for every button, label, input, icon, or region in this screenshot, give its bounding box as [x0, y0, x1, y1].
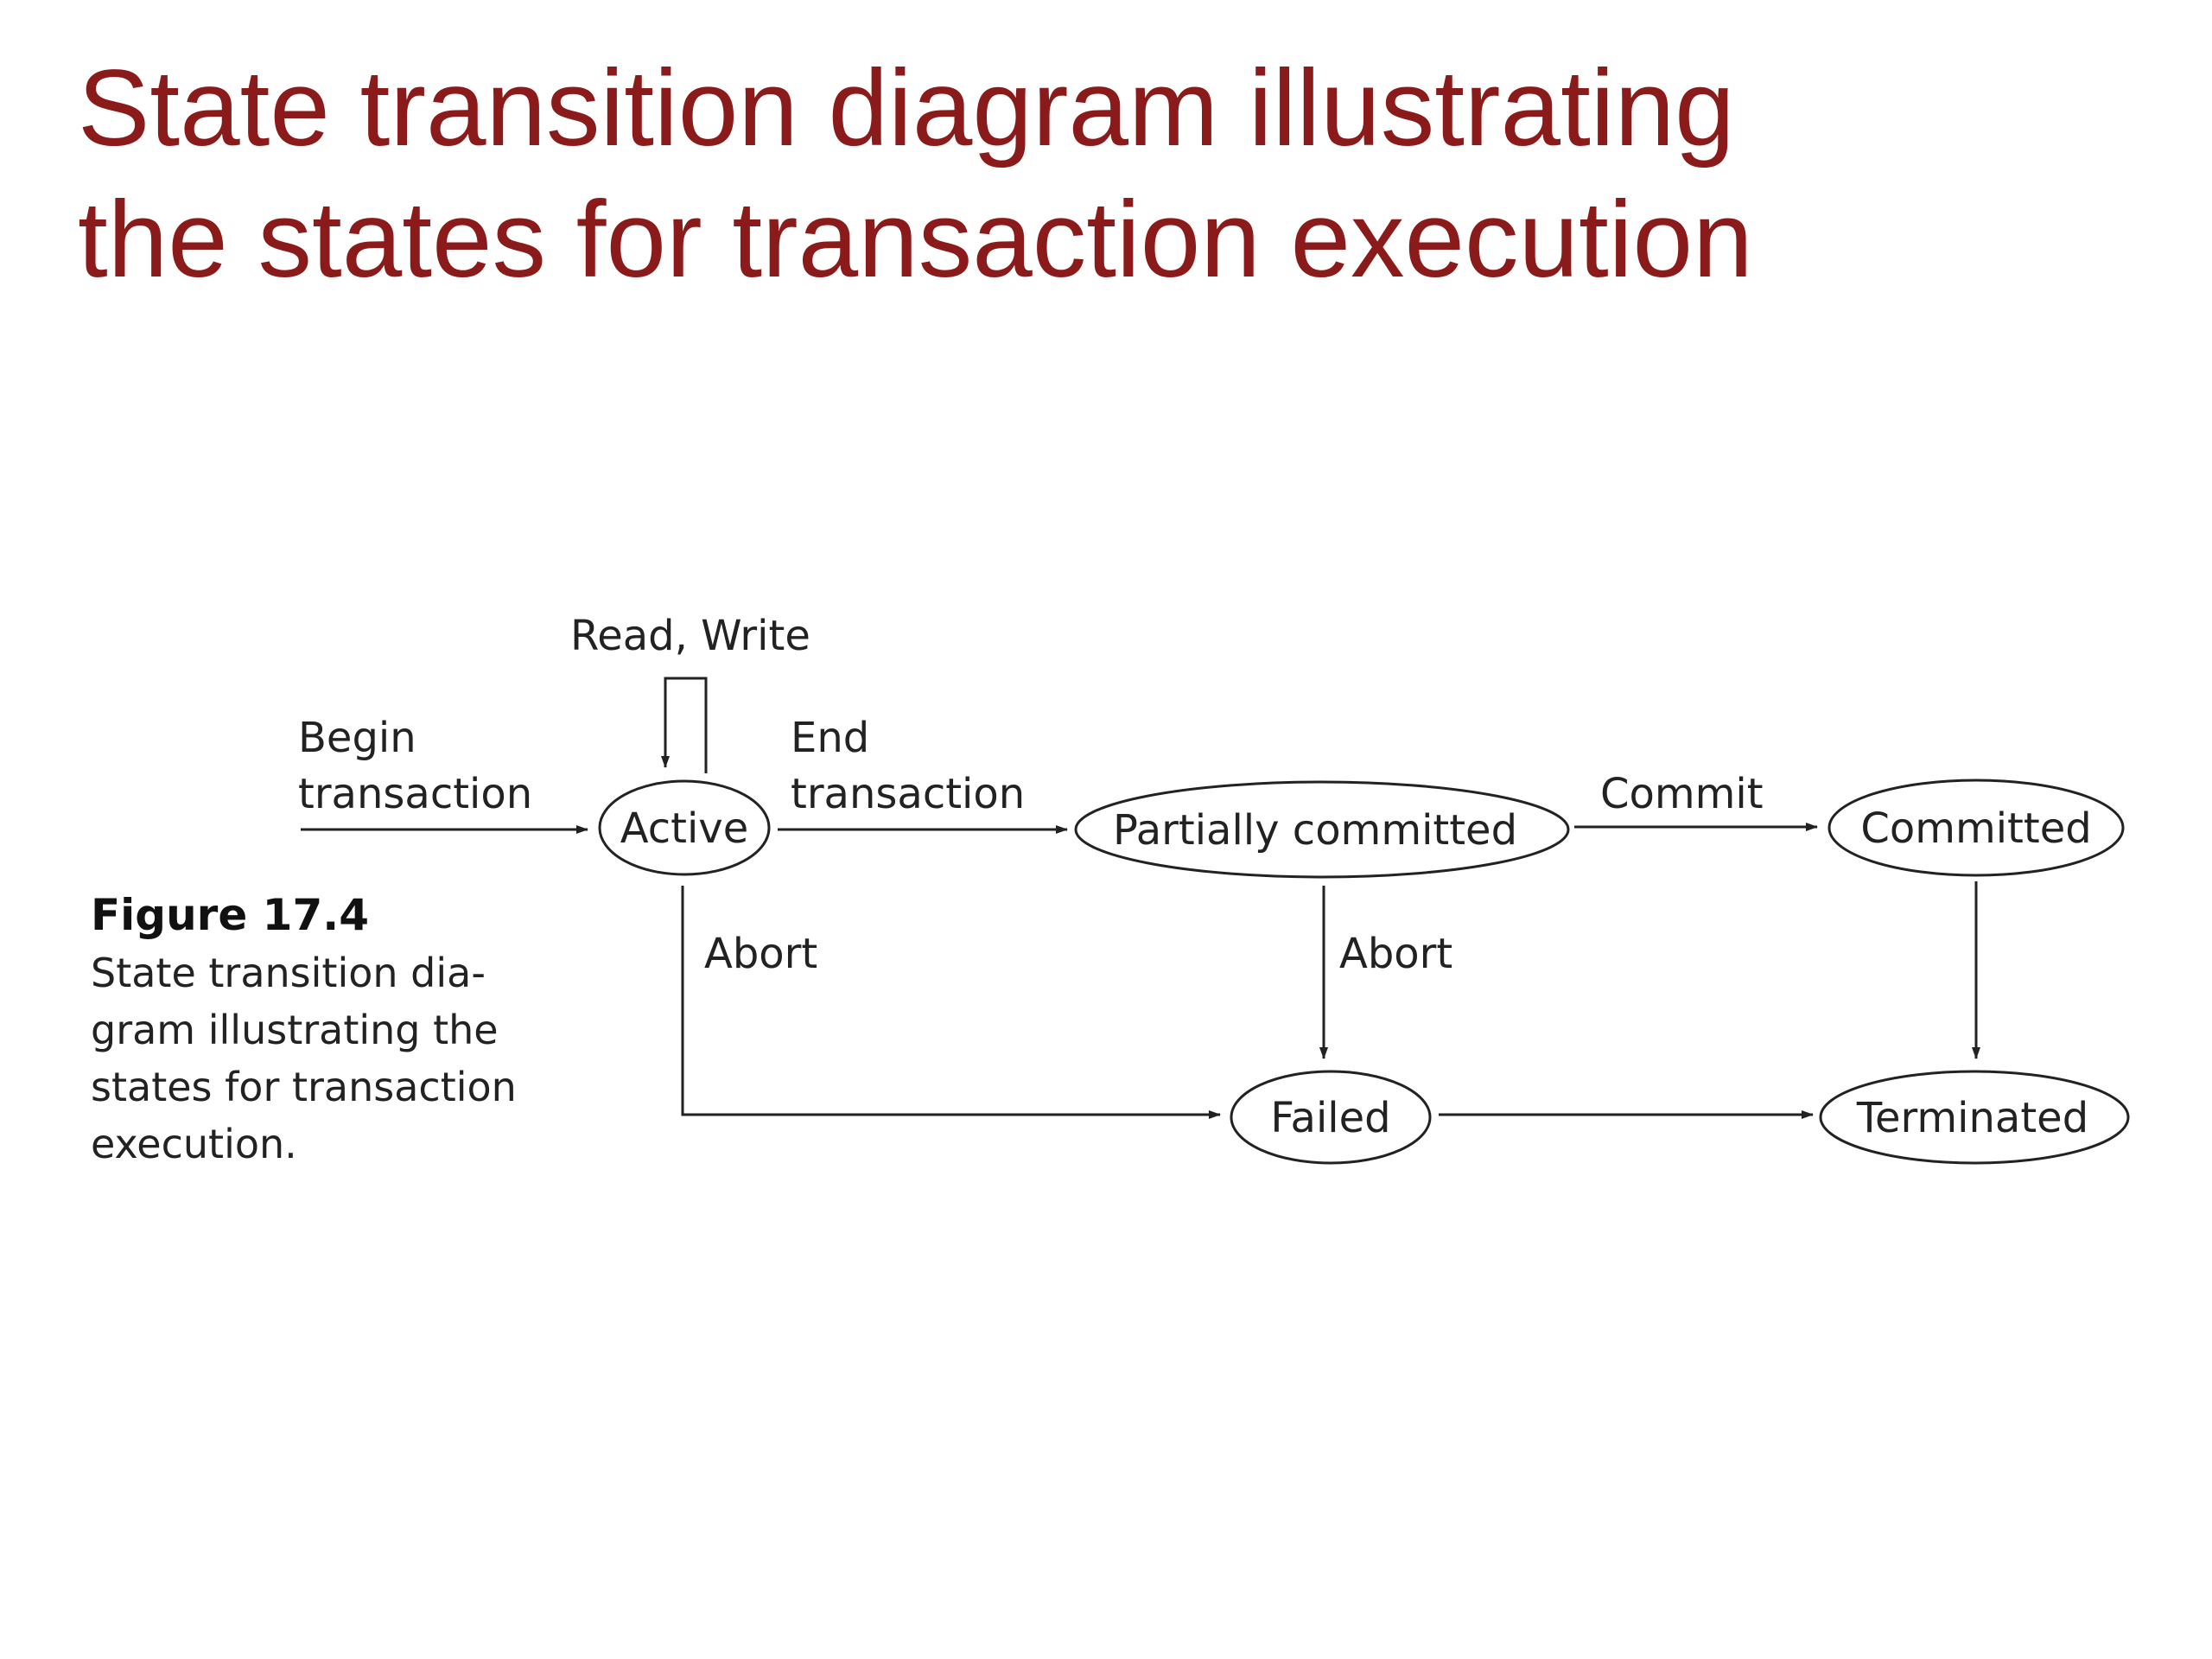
state-terminated-shape: [1819, 1070, 2130, 1165]
state-partially-committed-shape: [1074, 780, 1570, 879]
state-active: Active: [598, 779, 771, 876]
slide-title-line-1: State transition diagram illustrating: [78, 48, 1735, 168]
end-label-line-2: transaction: [791, 770, 1025, 818]
slide-title-line-2: the states for transaction execution: [78, 180, 1753, 300]
partial-abort-label: Abort: [1339, 930, 1452, 978]
state-active-shape: [598, 779, 771, 876]
state-committed-label: Committed: [1860, 804, 2091, 853]
active-abort-arrow: [681, 886, 1221, 1119]
state-partially-committed: Partially committed: [1074, 780, 1570, 879]
state-active-label: Active: [620, 804, 748, 853]
begin-label-line-2: transaction: [298, 770, 532, 818]
active-abort-label: Abort: [704, 930, 817, 978]
state-committed: Committed: [1827, 779, 2125, 877]
figure-caption-line-1: State transition dia-: [91, 950, 486, 996]
state-committed-shape: [1827, 779, 2125, 877]
commit-label: Commit: [1600, 770, 1764, 818]
figure-caption: Figure 17.4 State transition dia- gram i…: [91, 886, 575, 1173]
begin-label-line-1: Begin: [298, 714, 416, 762]
read-write-label: Read, Write: [570, 612, 810, 660]
end-label-line-1: End: [791, 714, 869, 762]
state-failed-shape: [1230, 1070, 1432, 1165]
state-partially-committed-label: Partially committed: [1113, 806, 1517, 855]
figure-caption-line-2: gram illustrating the: [91, 1007, 499, 1053]
state-failed: Failed: [1230, 1070, 1432, 1165]
figure-caption-line-4: execution.: [91, 1121, 297, 1167]
state-terminated: Terminated: [1819, 1070, 2130, 1165]
read-write-loop-arrow: [661, 677, 708, 773]
figure-caption-line-3: states for transaction: [91, 1064, 517, 1110]
state-failed-label: Failed: [1270, 1094, 1390, 1142]
figure-caption-heading: Figure 17.4: [91, 890, 370, 940]
state-terminated-label: Terminated: [1856, 1094, 2088, 1142]
slide-title: State transition diagram illustrating th…: [78, 43, 2065, 306]
